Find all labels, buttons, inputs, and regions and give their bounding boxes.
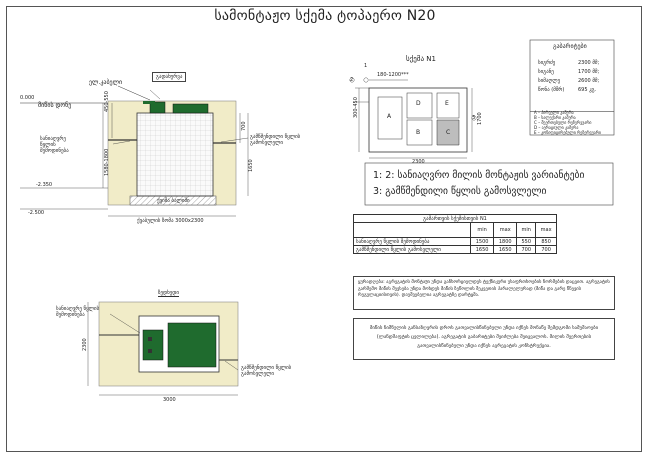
pit-label: ქვაბულის ზომა 3000x2300: [137, 218, 204, 224]
dim-row-label: სიმაღლე: [538, 78, 561, 84]
plan-view: [87, 301, 239, 396]
tank-hatch-cap: [143, 101, 155, 104]
note-warning: ყურადღება: აგრეგატის მონტაჟი უნდა განხორ…: [353, 276, 615, 310]
scheme-chamber-a: [377, 96, 403, 140]
cover-label: გადახურვა: [152, 72, 187, 82]
dim-row-label: სიგრძე: [538, 60, 556, 66]
dim-row-value: 1700 მმ;: [578, 69, 600, 75]
legend-item: E – კონიფიცირებული რეზერვუარი: [534, 130, 601, 135]
legend-item: C – შეერთებული რეზერვუარი: [534, 120, 592, 125]
level-2500: -2.500: [28, 210, 45, 216]
depth-table-header: [352, 222, 472, 238]
drawing-sheet: [6, 6, 642, 452]
variants-box: [364, 162, 614, 206]
plan-dim-3000: 3000: [163, 397, 176, 403]
scheme-marker-3: 3: [472, 115, 476, 121]
table-row: სანიაღვრე წყლის შემოდინება 1500 1800 550…: [352, 237, 557, 246]
chamber-c: C: [446, 129, 451, 136]
depth-table-header: min: [516, 222, 537, 238]
tank-hatch-small: [149, 101, 166, 114]
dimensions-title: გაბარიტები: [553, 43, 587, 50]
scheme-chamber-b: [406, 119, 433, 146]
tank-hatch-large: [172, 103, 209, 114]
legend-item: D – აერაციული კამერა: [534, 125, 579, 130]
variants-line-2: 3: გამწმენდილი წყლის გამოსვლელი: [373, 186, 547, 197]
el-cable-label: ელ.კაბელი: [89, 79, 123, 86]
depth-table-header: min: [470, 222, 495, 238]
depth-cell: 1500: [470, 237, 495, 246]
legend-item: A – პირველი კამერა: [534, 110, 574, 115]
legend-item: B – სალექარი კამერა: [534, 115, 576, 120]
scheme-dim-right: 1700: [477, 112, 483, 125]
dim-row-value: 2600 მმ;: [578, 78, 600, 84]
scheme-marker-1: 1: [364, 63, 368, 69]
chamber-b: B: [416, 129, 421, 136]
depth-table-title: გამართვის სქემისთვის N1: [353, 214, 557, 223]
outflow-label: გამწმენდილი წყლის გამოსვლელი: [250, 134, 301, 146]
dim-1650: 1650: [248, 159, 254, 172]
depth-table: გამართვის სქემისთვის N1 min max min max …: [352, 214, 557, 254]
depth-table-header: max: [535, 222, 557, 238]
dimensions-box: [529, 39, 615, 136]
plan-label: ზედხედი: [158, 290, 179, 297]
plan-inflow-label: სანიაღვრე წყლის შემოდინება: [56, 306, 100, 318]
inflow-label: სანიაღვრე წყლის შემოდინება: [40, 136, 69, 154]
note-ground-level: მიწის ნიშნულის განსაზღვრის დროს გათვალის…: [353, 318, 615, 360]
depth-cell: 850: [535, 237, 557, 246]
chamber-e: E: [445, 100, 449, 107]
plan-outflow-label: გამწმენდილი წყლის გამოსვლელი: [241, 365, 292, 377]
chamber-d: D: [416, 100, 421, 107]
scheme-dim-top: 180-1200***: [377, 72, 409, 78]
dim-row-label: სიგანე: [538, 69, 554, 75]
depth-row-label: სანიაღვრე წყლის შემოდინება: [352, 237, 472, 246]
dim-row-value: 2300 მმ;: [578, 60, 600, 66]
depth-cell: 1650: [470, 245, 495, 254]
depth-row-label: გამწმენდილი წყლის გამოსვლელი: [352, 245, 472, 254]
chamber-a: A: [387, 113, 392, 120]
scheme-label: სქემა N1: [406, 55, 436, 63]
table-row: გამწმენდილი წყლის გამოსვლელი 1650 1650 7…: [352, 245, 557, 254]
depth-table-header: max: [493, 222, 518, 238]
dim-1580-1800: 1580-1800: [104, 148, 110, 176]
dim-700: 700: [241, 121, 247, 131]
level-2350: -2.350: [36, 182, 53, 188]
plan-hatch-large: [167, 322, 217, 368]
scheme-dim-left: 300-450: [353, 97, 359, 118]
scheme-chamber-c: [436, 119, 460, 146]
sand-label: ქვიშა ბალიში: [157, 198, 190, 204]
plan-dim-2300: 2300: [82, 338, 88, 351]
cable-leader: [117, 85, 151, 101]
elevation-section: [20, 85, 249, 217]
variants-line-1: 1: 2: სანიაღვრო მილის მონტაჟის ვარიანტებ…: [373, 170, 585, 181]
depth-cell: 1800: [493, 237, 518, 246]
scheme-dim-bottom: 2300: [412, 159, 425, 165]
tank-body: [136, 112, 214, 197]
ground-label: მიწის დონე: [38, 102, 72, 109]
scheme-chamber-e: [436, 92, 460, 119]
dim-450-550: 450-550: [104, 91, 110, 112]
depth-cell: 1650: [493, 245, 518, 254]
dim-row-value: 695 კგ.: [578, 87, 597, 93]
level-0: 0.000: [20, 95, 35, 101]
depth-cell: 700: [516, 245, 537, 254]
depth-cell: 550: [516, 237, 537, 246]
depth-cell: 700: [535, 245, 557, 254]
dim-row-label: წონა (მშრ): [538, 87, 565, 93]
plan-hatch-small: [142, 329, 164, 361]
scheme-chamber-d: [406, 92, 433, 119]
scheme-n1: [349, 77, 477, 159]
page-title: სამონტაჟო სქემა ტოპაერო N20: [214, 8, 436, 24]
scheme-marker-2: 2: [350, 77, 354, 83]
